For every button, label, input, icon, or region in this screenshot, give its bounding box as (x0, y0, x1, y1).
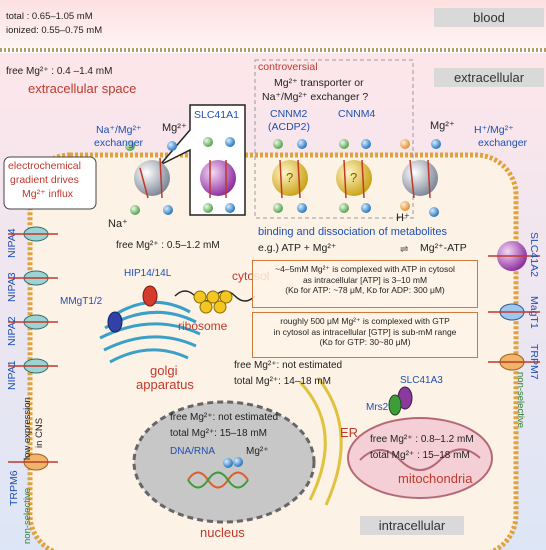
equation-right: Mg²⁺-ATP (420, 242, 467, 254)
ribosome-shape (174, 290, 256, 314)
cnnm2-label-1: CNNM2 (270, 108, 308, 120)
mg-ion-label-left: Mg²⁺ (162, 122, 187, 134)
hip14-protein (142, 285, 158, 307)
atp-info-box: ~4–5mM Mg²⁺ is complexed with ATP in cyt… (252, 260, 478, 308)
er-total-mg: total Mg²⁺: 14–18 mM (234, 376, 331, 387)
slc41a1-label: SLC41A1 (194, 109, 239, 121)
hip14-label: HIP14/14L (124, 268, 172, 279)
gtp-info-box: roughly 500 μM Mg²⁺ is complexed with GT… (252, 312, 478, 358)
mmgt-label: MMgT1/2 (60, 296, 103, 307)
trpm6-label: TRPM6 (8, 470, 20, 506)
gtp-line-3: (Kᴅ for GTP: 30~80 μM) (319, 337, 411, 348)
mrs2-label: Mrs2 (366, 402, 389, 413)
gradient-note-2: gradient drives (10, 174, 79, 186)
mito-free-mg: free Mg²⁺ : 0.8–1.2 mM (370, 434, 474, 445)
nipa4-label: NIPA4 (6, 228, 18, 258)
binding-title: binding and dissociation of metabolites (258, 226, 447, 238)
controversial-label: controversial (258, 61, 318, 73)
na-ion-label: Na⁺ (108, 218, 128, 230)
trpm6-low-expression-2: in CNS (34, 417, 45, 448)
trpm6-nonselective: non-selective (22, 488, 33, 544)
nipa1-label: NIPA1 (6, 360, 18, 390)
er-free-mg: free Mg²⁺: not estimated (234, 360, 343, 371)
nucleus-mg-label: Mg²⁺ (246, 446, 269, 457)
left-channels (8, 226, 58, 471)
na-mg-exchanger-label-1: Na⁺/Mg²⁺ (96, 124, 142, 136)
blood-total-mg: total : 0.65–1.05 mM (6, 11, 93, 22)
extracellular-tag: extracellular (434, 68, 544, 87)
trpm7-nonselective: non-selective (515, 372, 526, 428)
mrs2-protein (388, 394, 402, 416)
na-mg-exchanger (125, 141, 177, 215)
dna-helix (187, 471, 249, 489)
h-mg-exchanger-label-1: H⁺/Mg²⁺ (474, 124, 514, 136)
nucleus-total-mg: total Mg²⁺: 15–18 mM (170, 428, 267, 439)
nipa3-label: NIPA3 (6, 272, 18, 302)
mmgt-protein (107, 311, 123, 333)
cnnm4-transporter (336, 139, 372, 213)
golgi-label-2: apparatus (136, 377, 194, 392)
atp-line-1: ~4–5mM Mg²⁺ is complexed with ATP in cyt… (275, 264, 455, 274)
equation-left: e.g.) ATP + Mg²⁺ (258, 242, 337, 254)
mitochondria-label: mitochondria (398, 471, 473, 486)
cnnm4-label: CNNM4 (338, 108, 376, 120)
dna-rna-label: DNA/RNA (170, 446, 216, 457)
blood-tag: blood (434, 8, 544, 27)
na-mg-exchanger-label-2: exchanger (94, 137, 144, 149)
h-mg-exchanger (400, 139, 441, 217)
right-channels (488, 241, 540, 371)
er-label: ER (340, 425, 359, 440)
extracellular-free-mg: free Mg²⁺ : 0.4 –1.4 mM (6, 66, 113, 77)
trpm7-label: TRPM7 (528, 344, 540, 380)
equilibrium-arrows: ⇌ (400, 244, 409, 255)
controversial-box (254, 59, 414, 219)
slc41a3-label: SLC41A3 (400, 375, 443, 386)
h-mg-exchanger-label-2: exchanger (478, 137, 528, 149)
mitochondria-shape (347, 417, 493, 499)
mito-total-mg: total Mg²⁺ : 15–18 mM (370, 450, 470, 461)
atp-line-2: as intracellular [ATP] is 3–10 mM (302, 274, 428, 285)
slc41a2-label: SLC41A2 (528, 232, 540, 277)
gtp-line-1: roughly 500 μM Mg²⁺ is complexed with GT… (280, 316, 450, 326)
slc41a1-transporter (200, 137, 236, 213)
controversial-question-2: Na⁺/Mg²⁺ exchanger ? (262, 91, 369, 103)
magt1-label: MagT1 (528, 296, 540, 329)
nucleus-free-mg: free Mg²⁺: not estimated (170, 412, 279, 423)
controversial-question-1: Mg²⁺ transporter or (274, 77, 364, 89)
cytosol-free-mg: free Mg²⁺ : 0.5–1.2 mM (116, 240, 220, 251)
cnnm2-transporter (272, 139, 308, 213)
cnnm2-label-2: (ACDP2) (268, 121, 311, 133)
gtp-line-2: in cytosol as intracellular [GTP] is sub… (273, 326, 457, 337)
trpm6-low-expression-1: low expression (22, 397, 33, 460)
extracellular-space-label: extracellular space (28, 81, 137, 96)
nipa2-label: NIPA2 (6, 316, 18, 346)
cnnm2-question-mark: ? (286, 170, 294, 185)
golgi-label-1: golgi (150, 363, 178, 378)
ribosome-label: ribosome (178, 319, 228, 333)
nucleus-label: nucleus (200, 525, 245, 540)
gradient-note-box (3, 156, 97, 210)
gradient-note-1: electrochemical (8, 160, 81, 172)
gradient-note-3: Mg²⁺ influx (22, 188, 74, 200)
mg-ion-label-right: Mg²⁺ (430, 120, 455, 132)
intracellular-tag: intracellular (360, 516, 464, 535)
atp-line-3: (Kᴅ for ATP: ~78 μM, Kᴅ for ADP: 300 μM) (285, 285, 445, 296)
h-ion-label: H⁺ (396, 212, 410, 224)
er-membranes (298, 377, 343, 506)
blood-ionized-mg: ionized: 0.55–0.75 mM (6, 25, 103, 36)
cnnm4-question-mark: ? (350, 170, 358, 185)
